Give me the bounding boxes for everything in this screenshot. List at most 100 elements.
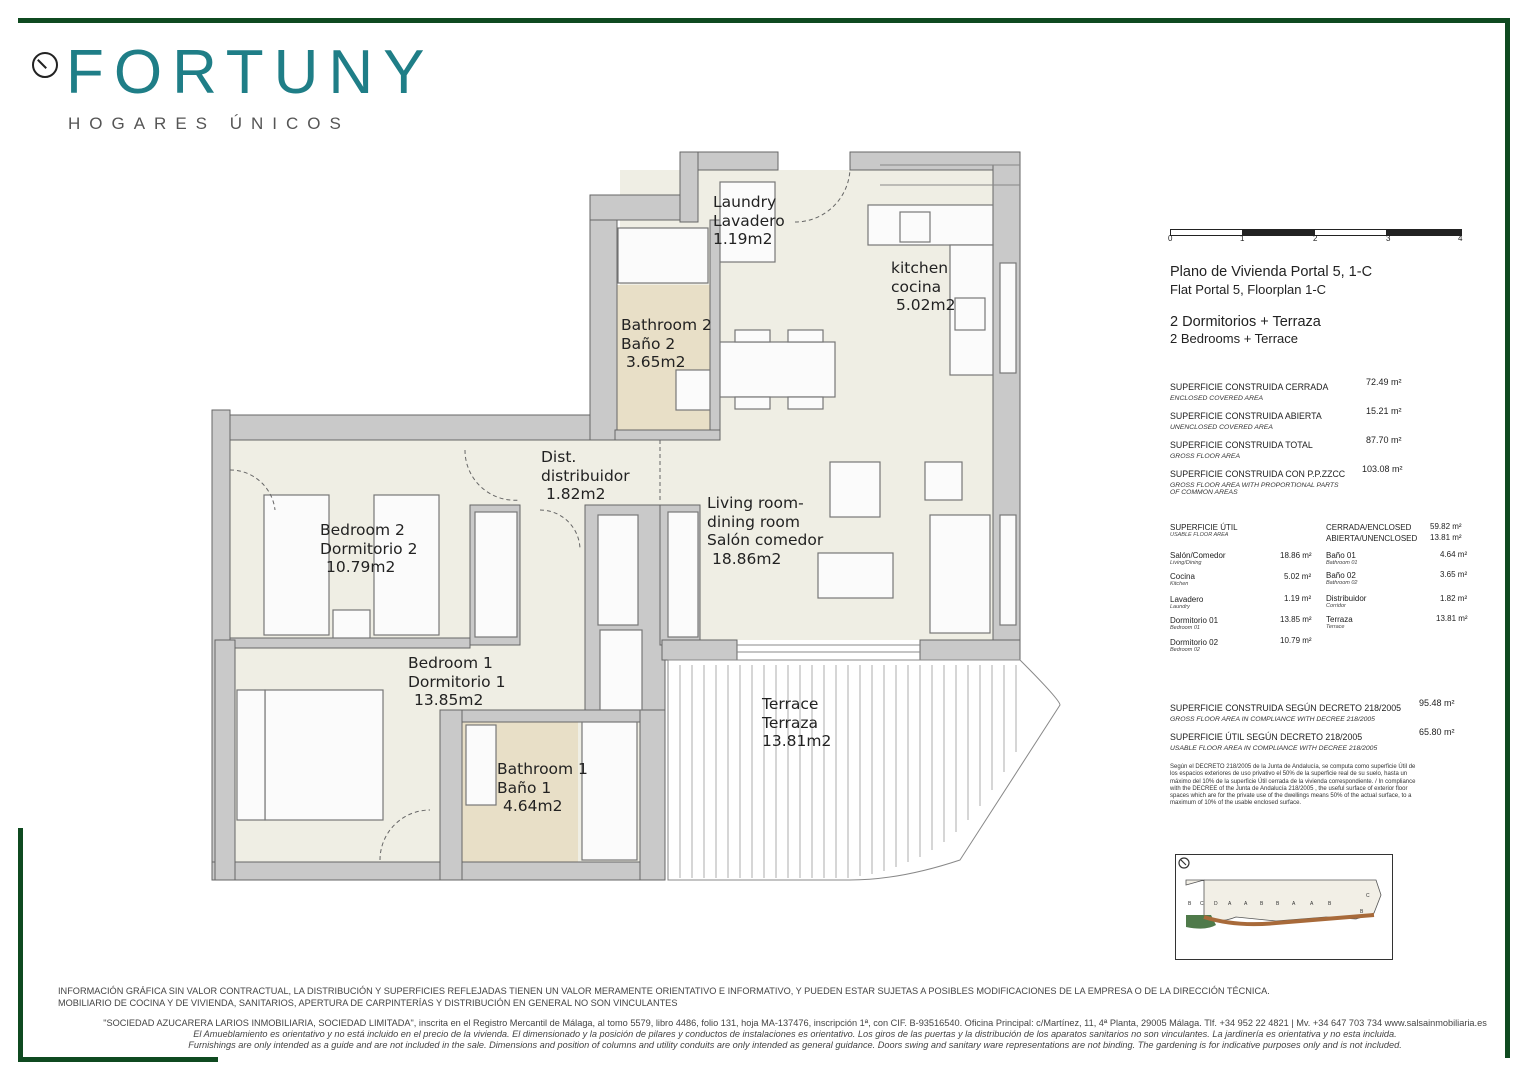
decree-row: SUPERFICIE CONSTRUIDA SEGÚN DECRETO 218/… — [1170, 698, 1460, 723]
decree-value: 65.80 m² — [1419, 727, 1455, 737]
usable-label: SUPERFICIE ÚTIL — [1170, 523, 1238, 532]
furniture — [236, 181, 1017, 861]
window-lines — [737, 164, 1020, 653]
frame-left-border — [18, 828, 23, 1062]
room-area: 13.85m2 — [414, 691, 484, 709]
area-value: 72.49 m² — [1366, 377, 1402, 387]
room-name-es: Dormitorio 1 — [408, 672, 506, 691]
room-name-en: kitchen — [891, 259, 949, 277]
usable-item-sublabel: Living/Dining — [1170, 560, 1202, 566]
room-label-kitchen: kitchen cocina 5.02m2 — [891, 259, 955, 315]
area-label: SUPERFICIE CONSTRUIDA CERRADA — [1170, 382, 1329, 392]
room-area: 4.64m2 — [503, 797, 563, 815]
usable-enclosed-value: 59.82 m² — [1430, 522, 1462, 531]
room-name-en: Laundry — [713, 193, 777, 211]
area-row: SUPERFICIE CONSTRUIDA CERRADA ENCLOSED C… — [1170, 377, 1410, 402]
usable-item-sublabel: Bathroom 01 — [1326, 560, 1358, 566]
key-plan: C B D A A B B A A B C B — [1175, 854, 1393, 960]
usable-item-value: 13.81 m² — [1436, 614, 1468, 623]
room-name-es: distribuidor — [541, 466, 630, 485]
keyplan-letter: B — [1260, 901, 1264, 907]
area-value: 103.08 m² — [1362, 464, 1403, 474]
room-label-bathroom-1: Bathroom 1 Baño 1 4.64m2 — [497, 760, 588, 816]
keyplan-letter: B — [1328, 901, 1332, 907]
key-plan-drawing: C B D A A B B A A B C B — [1178, 857, 1382, 929]
room-name-es: Terraza — [762, 713, 818, 732]
frame-bottom-border — [18, 1057, 218, 1062]
scale-bar — [1170, 229, 1462, 236]
usable-enclosed-label: CERRADA/ENCLOSED — [1326, 523, 1412, 532]
usable-item-value: 18.86 m² — [1280, 551, 1312, 560]
usable-item-sublabel: Terrace — [1326, 624, 1345, 630]
area-value: 15.21 m² — [1366, 406, 1402, 416]
usable-item-value: 4.64 m² — [1440, 550, 1468, 559]
area-label: SUPERFICIE CONSTRUIDA TOTAL — [1170, 440, 1313, 450]
usable-item-label: Dormitorio 01 — [1170, 616, 1219, 625]
room-name-es: Lavadero — [713, 211, 785, 230]
footer-company-info: "SOCIEDAD AZUCARERA LARIOS INMOBILIARIA,… — [103, 1018, 1487, 1028]
room-name-en: Dist. — [541, 448, 577, 466]
usable-item-label: Dormitorio 02 — [1170, 638, 1219, 647]
usable-item-sublabel: Bedroom 01 — [1170, 625, 1200, 631]
usable-item-label: Distribuidor — [1326, 594, 1367, 603]
keyplan-letter: C — [1366, 893, 1370, 899]
area-row: SUPERFICIE CONSTRUIDA TOTAL GROSS FLOOR … — [1170, 435, 1410, 460]
room-label-living-room: Living room- dining room Salón comedor 1… — [707, 494, 823, 568]
brand-tagline: HOGARES ÚNICOS — [68, 114, 350, 133]
usable-item-label: Baño 01 — [1326, 551, 1356, 560]
room-name-en: Living room- — [707, 494, 804, 512]
scale-label: 2 — [1313, 234, 1318, 243]
doors — [229, 164, 851, 861]
plan-type: 2 Dormitorios + Terraza — [1170, 314, 1321, 330]
room-area: 1.82m2 — [546, 485, 606, 503]
room-name-en: Bedroom 2 — [320, 521, 405, 539]
brand-logo: FORTUNY — [66, 38, 435, 107]
decree-value: 95.48 m² — [1419, 698, 1455, 708]
logo-clock-icon — [32, 52, 58, 78]
area-label: SUPERFICIE CONSTRUIDA ABIERTA — [1170, 411, 1322, 421]
room-name-es: Dormitorio 2 — [320, 539, 418, 558]
decree-label: SUPERFICIE ÚTIL SEGÚN DECRETO 218/2005 — [1170, 732, 1363, 742]
area-sublabel: ENCLOSED COVERED AREA — [1170, 395, 1264, 402]
usable-sublabel: USABLE FLOOR AREA — [1170, 532, 1229, 538]
room-name-en: Terrace — [762, 695, 819, 713]
footer-disclaimer-1: INFORMACIÓN GRÁFICA SIN VALOR CONTRACTUA… — [58, 986, 1270, 996]
scale-label: 4 — [1458, 234, 1463, 243]
keyplan-letter: B — [1276, 901, 1280, 907]
usable-item-value: 3.65 m² — [1440, 570, 1468, 579]
usable-item-value: 1.19 m² — [1284, 594, 1312, 603]
usable-item-label: Baño 02 — [1326, 571, 1356, 580]
area-sublabel: UNENCLOSED COVERED AREA — [1170, 424, 1273, 431]
keyplan-letter: A — [1292, 901, 1296, 907]
footer-note-es: El Amueblamiento es orientativo y no est… — [193, 1029, 1397, 1039]
keyplan-letter: D — [1214, 901, 1218, 907]
usable-item-sublabel: Laundry — [1170, 604, 1190, 610]
usable-open-label: ABIERTA/UNENCLOSED — [1326, 534, 1418, 543]
room-name-es: Baño 1 — [497, 778, 552, 797]
usable-item-value: 1.82 m² — [1440, 594, 1468, 603]
room-area: 18.86m2 — [712, 549, 782, 568]
keyplan-letter: B — [1360, 909, 1364, 915]
room-area: 5.02m2 — [896, 296, 956, 314]
plan-title: Plano de Vivienda Portal 5, 1-C — [1170, 264, 1373, 280]
usable-item-sublabel: Bedroom 02 — [1170, 647, 1200, 653]
usable-item-sublabel: Corridor — [1326, 603, 1346, 609]
room-name-es: Salón comedor — [707, 531, 824, 549]
room-area: 10.79m2 — [326, 558, 396, 576]
terrace — [667, 659, 1061, 881]
plan-type-en: 2 Bedrooms + Terrace — [1170, 331, 1299, 346]
room-name-en: Bathroom 1 — [497, 760, 588, 778]
area-row: SUPERFICIE CONSTRUIDA CON P.P.ZZCC GROSS… — [1170, 464, 1410, 496]
usable-item-label: Cocina — [1170, 572, 1195, 581]
frame-right-border — [1505, 18, 1510, 1058]
area-sublabel: GROSS FLOOR AREA — [1170, 453, 1240, 460]
keyplan-letter: A — [1244, 901, 1248, 907]
